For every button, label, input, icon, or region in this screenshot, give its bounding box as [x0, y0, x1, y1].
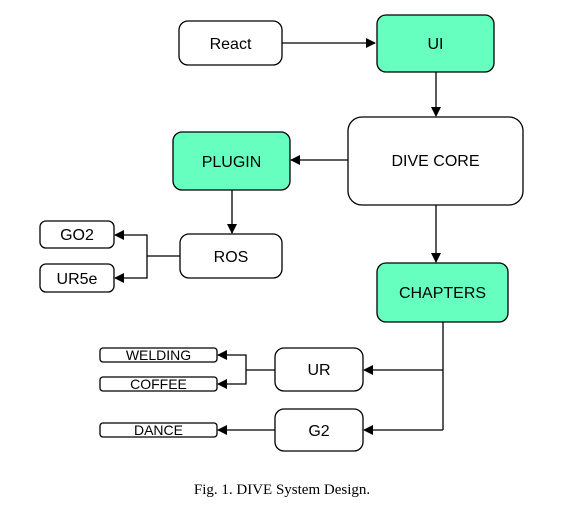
node-go2-label: GO2 [60, 227, 94, 244]
node-dive-core: DIVE CORE [347, 116, 524, 206]
edge-ros-ur5e [114, 256, 148, 283]
node-dive-core-label: DIVE CORE [391, 153, 479, 170]
node-react: React [178, 20, 283, 66]
node-ros: ROS [179, 233, 283, 279]
node-ros-label: ROS [214, 249, 249, 266]
figure-caption: Fig. 1. DIVE System Design. [193, 482, 371, 498]
node-g2: G2 [274, 408, 364, 452]
node-go2: GO2 [39, 220, 115, 249]
node-coffee: COFFEE [99, 376, 218, 392]
node-chapters-label: CHAPTERS [399, 285, 486, 302]
node-ui-label: UI [428, 36, 444, 53]
node-dance: DANCE [99, 422, 218, 438]
node-chapters: CHAPTERS [376, 262, 509, 323]
node-ur5e: UR5e [39, 263, 115, 293]
node-plugin-label: PLUGIN [202, 154, 262, 171]
node-welding-label: WELDING [126, 347, 191, 363]
node-plugin: PLUGIN [172, 131, 291, 191]
node-react-label: React [210, 36, 252, 53]
node-ur-label: UR [307, 362, 330, 379]
node-ur: UR [274, 347, 364, 392]
node-coffee-label: COFFEE [130, 376, 187, 392]
node-ur5e-label: UR5e [57, 271, 98, 288]
edge-ros-go2 [114, 230, 148, 256]
node-dance-label: DANCE [134, 422, 183, 438]
node-g2-label: G2 [308, 423, 329, 440]
node-welding: WELDING [99, 347, 218, 363]
edge-ur-welding [217, 350, 247, 370]
node-ui: UI [376, 14, 495, 73]
edge-ur-coffee [217, 370, 247, 389]
